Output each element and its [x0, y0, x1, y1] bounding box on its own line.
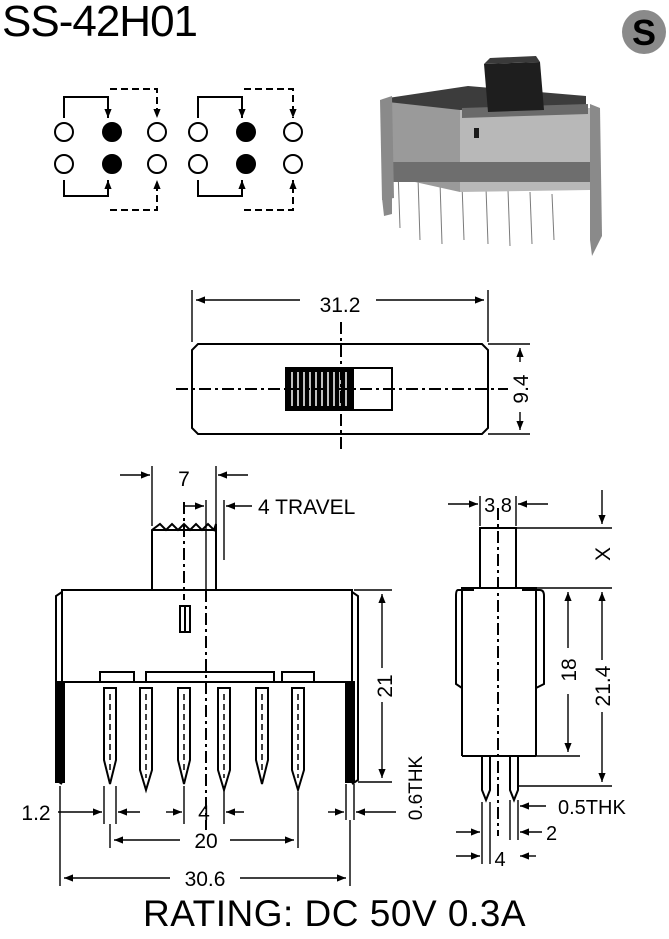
row-spacing-dim: 4 [494, 849, 505, 871]
top-length-dim: 31.2 [320, 294, 361, 317]
part-number-title: SS-42H01 [2, 0, 198, 46]
top-view [176, 290, 530, 450]
manufacturer-logo: S [622, 10, 666, 54]
front-height-dim: 21 [374, 674, 397, 697]
body-height-dim: 18 [558, 658, 581, 681]
side-view [448, 490, 612, 864]
side-pin-thickness: 0.5THK [558, 797, 626, 819]
side-handle-width-dim: 3.8 [484, 495, 512, 517]
overall-height-dim: 21.4 [592, 665, 615, 706]
pin-pitch-dim: 4 [198, 802, 210, 825]
handle-height-dim: X [592, 547, 615, 561]
logo-letter: S [632, 12, 656, 53]
top-width-dim: 9.4 [510, 374, 533, 404]
travel-label: 4 TRAVEL [258, 496, 355, 519]
switch-product-image [380, 56, 602, 256]
pin-span-dim: 20 [194, 830, 217, 853]
pin-width-dim: 1.2 [21, 802, 50, 825]
front-thickness-label: 0.6THK [406, 755, 427, 820]
overall-length-dim: 30.6 [185, 868, 226, 891]
pin-offset-dim: 2 [546, 823, 557, 845]
front-view [55, 466, 396, 886]
rating-label: RATING: DC 50V 0.3A [142, 893, 527, 934]
handle-width-dim: 7 [178, 468, 190, 491]
switch-schematic [54, 88, 303, 211]
